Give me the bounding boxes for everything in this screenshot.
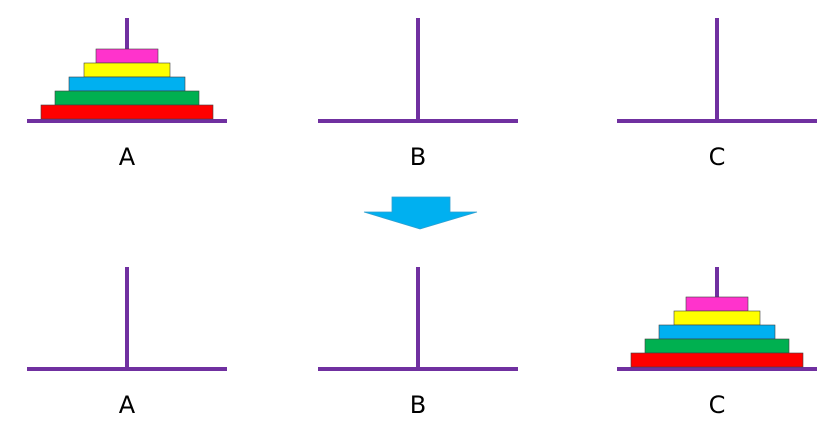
down-arrow-icon	[363, 196, 478, 230]
disk-2-yellow	[83, 62, 171, 78]
final-state: A B C	[27, 267, 817, 419]
peg-a: A	[27, 267, 227, 419]
disk-1-magenta	[685, 296, 749, 312]
disk-4-green	[54, 90, 200, 106]
disk-5-red	[630, 352, 804, 368]
peg-c: C	[617, 18, 817, 171]
disk-5-red	[40, 104, 214, 120]
peg-label: B	[410, 391, 426, 419]
peg-label: C	[709, 391, 726, 419]
peg-c: C	[617, 267, 817, 419]
disk-3-cyan	[68, 76, 186, 92]
disk-3-cyan	[658, 324, 776, 340]
peg-label: A	[119, 391, 136, 419]
peg-b: B	[318, 267, 518, 419]
peg-label: A	[119, 143, 136, 171]
peg-b: B	[318, 18, 518, 171]
disk-4-green	[644, 338, 790, 354]
disk-1-magenta	[95, 48, 159, 64]
peg-label: B	[410, 143, 426, 171]
peg-label: C	[709, 143, 726, 171]
peg-a: A	[27, 18, 227, 171]
disk-2-yellow	[673, 310, 761, 326]
initial-state: A B C	[27, 18, 817, 171]
down-arrow-shape	[363, 196, 478, 230]
